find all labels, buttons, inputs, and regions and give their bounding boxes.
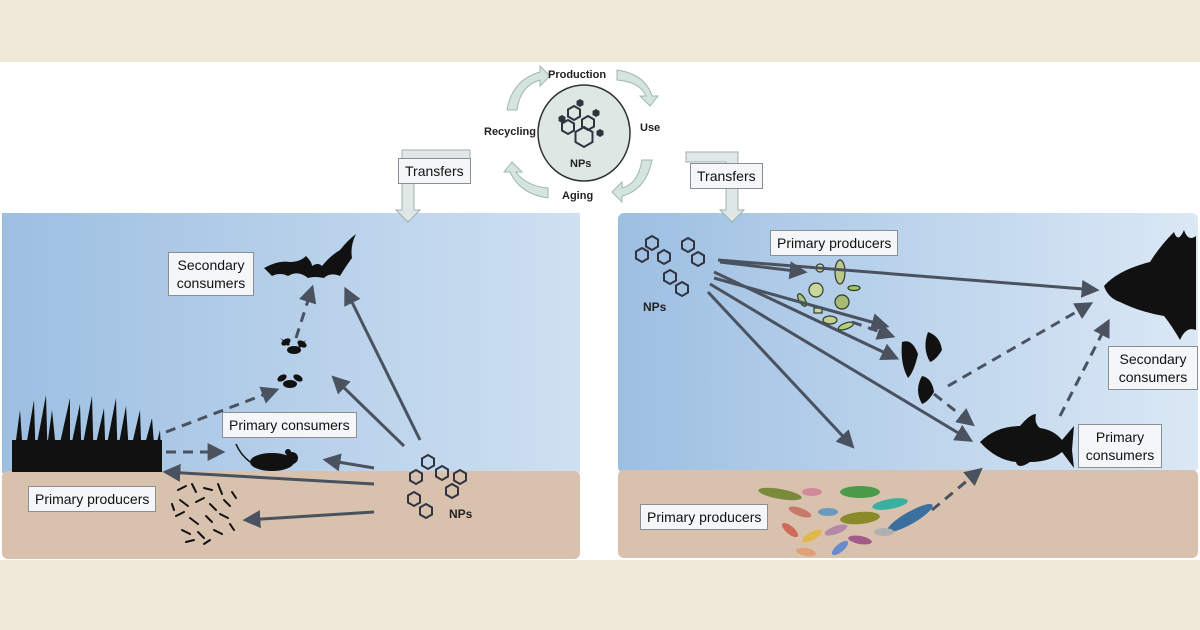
aquatic-secondary-consumers-label: Secondary consumers: [1108, 346, 1198, 390]
arrow-np-to-phytoplankton: [719, 260, 808, 280]
cycle-center-label: NPs: [570, 158, 592, 170]
terrestrial-primary-consumers-label: Primary consumers: [222, 412, 357, 438]
arrow-np-to-soil-microbes: [242, 510, 375, 529]
grass-icon: [12, 395, 162, 472]
arrow-np-to-small-fish: [709, 282, 974, 442]
cycle-arrow-recycling: [502, 161, 549, 199]
cycle-label-aging: Aging: [562, 190, 594, 202]
aquatic-nps-label: NPs: [643, 300, 667, 314]
terrestrial-soil: [2, 471, 580, 559]
arrow-np-to-bat: [344, 286, 422, 441]
arrow-np-to-sediment: [706, 290, 855, 449]
arrow-small-fish-to-predator: [1058, 318, 1110, 417]
arrow-np-to-predator-fish: [717, 258, 1100, 298]
cycle-label-production: Production: [548, 69, 607, 81]
benthic-algae-icon: [758, 486, 933, 557]
transfers-label-right: Transfers: [690, 163, 763, 189]
arrow-phyto-to-zoo: [851, 320, 896, 340]
arrow-np-to-insect: [331, 375, 406, 448]
cycle-arrow-use: [616, 69, 660, 107]
terrestrial-primary-producers-label: Primary producers: [28, 486, 157, 512]
terrestrial-nps-label: NPs: [449, 507, 473, 521]
arrow-zoo-to-predator: [947, 302, 1094, 388]
arrow-grass-to-insect: [165, 386, 280, 434]
terrestrial-arrows: [162, 284, 422, 529]
transfers-label-left: Transfers: [398, 158, 471, 184]
phytoplankton-icon: [797, 259, 861, 331]
zooplankton-icon: [901, 332, 942, 404]
np-lifecycle: [394, 64, 746, 223]
aquatic-primary-producers-top-label: Primary producers: [770, 230, 899, 256]
bat-icon: [264, 234, 356, 278]
cycle-label-use: Use: [640, 122, 661, 134]
arrow-insect-to-bat: [294, 284, 317, 339]
mouse-icon: [235, 443, 298, 471]
arrow-benthic-to-small-fish: [931, 467, 983, 512]
small-fish-icon: [980, 414, 1074, 468]
np-hexagons-icon: [558, 99, 604, 149]
aquatic-primary-producers-bottom-label: Primary producers: [640, 504, 769, 530]
insect-upper-icon: [280, 338, 307, 360]
cycle-arrow-production: [506, 64, 551, 111]
insect-lower-icon: [277, 374, 303, 388]
predator-fish-icon: [1104, 230, 1196, 340]
cycle-label-recycling: Recycling: [484, 126, 536, 138]
transfer-arrow-left: [394, 149, 471, 223]
aquatic-primary-consumers-label: Primary consumers: [1078, 424, 1162, 468]
aquatic-np-cluster-icon: [635, 234, 705, 298]
soil-microorganisms-icon: [171, 483, 237, 545]
arrow-np-to-mouse: [322, 453, 375, 472]
arrow-np-to-grass: [162, 463, 375, 486]
np-cycle-center: [537, 84, 631, 182]
terrestrial-np-cluster-icon: [407, 453, 467, 520]
aquatic-arrows: [706, 258, 1110, 512]
arrow-np-to-zooplankton-2: [713, 276, 890, 331]
terrestrial-secondary-consumers-label: Secondary consumers: [168, 252, 254, 296]
cycle-arrow-aging: [611, 159, 653, 204]
arrow-zoo-to-small-fish: [933, 392, 975, 427]
